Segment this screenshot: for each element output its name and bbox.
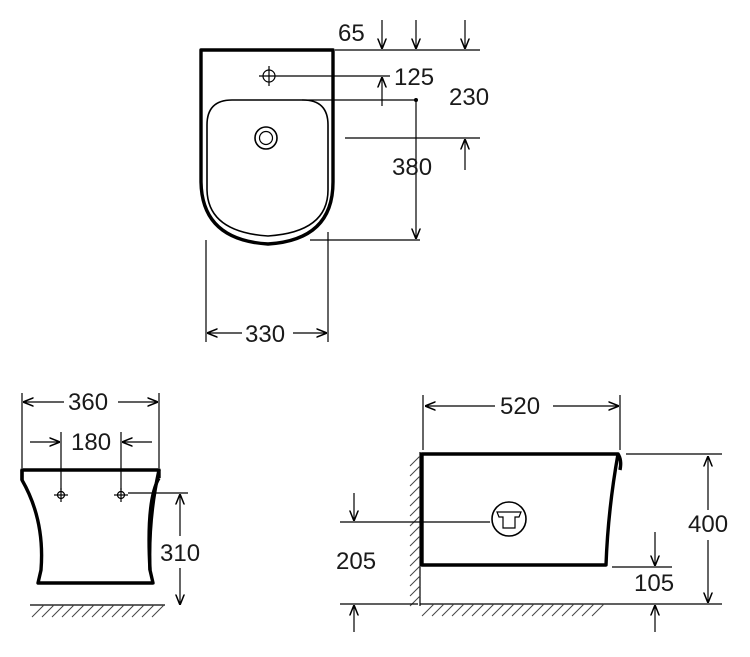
fixing-spacing-label: 180 (71, 429, 111, 456)
drain-icon (254, 126, 278, 150)
side-view-outline (420, 452, 620, 567)
waste-outlet-icon (491, 501, 527, 537)
base-offset-label: 105 (634, 570, 674, 597)
rim-depth-label: 65 (338, 20, 365, 47)
fixing-height-label: 310 (160, 540, 200, 567)
tap-hole-offset-label: 125 (394, 64, 434, 91)
total-depth-label: 380 (392, 154, 432, 181)
front-width-label: 360 (68, 389, 108, 416)
top-view: 65 125 230 380 330 (199, 20, 489, 348)
fixing-point-left-icon (54, 488, 68, 502)
side-depth-label: 520 (500, 393, 540, 420)
side-view: 520 400 205 105 (336, 393, 728, 632)
floor-hatch-front (31, 604, 165, 618)
front-view-outline (20, 468, 161, 585)
top-view-bowl (206, 99, 329, 237)
fixing-point-right-icon (114, 488, 128, 502)
waste-height-label: 205 (336, 548, 376, 575)
top-view-outline (199, 48, 335, 246)
top-width-label: 330 (245, 321, 285, 348)
side-height-label: 400 (688, 511, 728, 538)
front-view: 360 180 310 (20, 389, 200, 618)
floor-hatch-side (421, 603, 605, 617)
wall-hatch (409, 455, 421, 607)
tap-hole-icon (259, 66, 279, 86)
bowl-offset-label: 230 (449, 84, 489, 111)
